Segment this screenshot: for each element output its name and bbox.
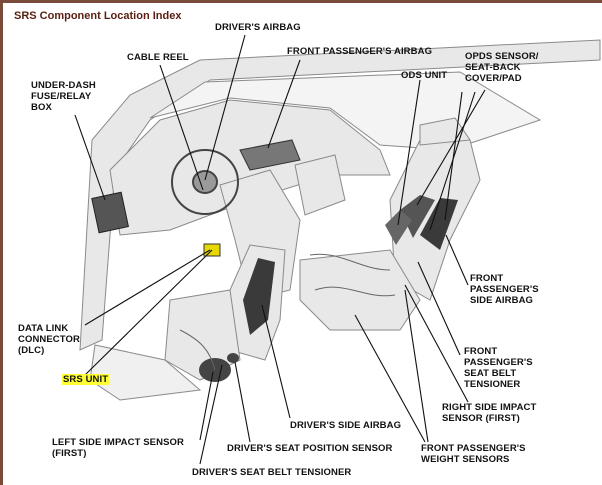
leader-seat-belt-tensioner — [199, 364, 223, 465]
leader-passenger-tensioner — [417, 261, 461, 356]
leader-opds-1 — [416, 89, 486, 206]
leader-opds-3 — [444, 91, 463, 221]
leader-weight-1 — [354, 314, 426, 443]
fuse-box-part — [91, 191, 130, 234]
label-front-passengers-weight-sensors: FRONT PASSENGER'S WEIGHT SENSORS — [421, 443, 526, 465]
leader-ods-unit — [397, 79, 421, 226]
leader-under-dash-fuse — [74, 114, 106, 201]
leader-drivers-side-airbag — [261, 304, 291, 419]
wiring-1 — [309, 253, 391, 271]
leader-passenger-airbag — [267, 59, 301, 149]
leader-weight-2 — [404, 289, 429, 443]
label-ods-unit: ODS UNIT — [401, 70, 448, 81]
leader-passenger-side-airbag — [445, 234, 469, 286]
label-front-passengers-seat-belt-tensioner: FRONT PASSENGER'S SEAT BELT TENSIONER — [464, 346, 533, 390]
srs-unit-highlight: SRS UNIT — [62, 374, 110, 385]
page-title: SRS Component Location Index — [14, 10, 182, 22]
driver-side-airbag-part — [243, 258, 275, 335]
ods-part — [385, 210, 412, 245]
label-right-side-impact-sensor: RIGHT SIDE IMPACT SENSOR (FIRST) — [442, 402, 537, 424]
passenger-side-airbag-part — [420, 198, 458, 250]
label-opds-sensor: OPDS SENSOR/ SEAT-BACK COVER/PAD — [465, 51, 539, 84]
top-border — [0, 0, 602, 3]
leader-dlc — [84, 249, 211, 326]
opds-part — [400, 195, 435, 238]
seat-position-sensor-part — [227, 353, 239, 363]
label-drivers-seat-position-sensor: DRIVER'S SEAT POSITION SENSOR — [227, 443, 393, 454]
label-data-link-connector: DATA LINK CONNECTOR (DLC) — [18, 323, 80, 356]
label-under-dash-fuse-box: UNDER-DASH FUSE/RELAY BOX — [31, 80, 96, 113]
leader-cable-reel — [159, 64, 204, 191]
label-drivers-airbag: DRIVER'S AIRBAG — [215, 22, 301, 33]
leader-drivers-airbag — [204, 34, 246, 181]
passenger-airbag-module — [239, 139, 301, 171]
label-srs-unit: SRS UNIT — [62, 374, 110, 385]
leader-seat-position — [234, 361, 251, 443]
leader-right-side-impact — [404, 284, 469, 403]
leader-srs-unit — [84, 249, 213, 376]
leader-left-side-impact — [199, 371, 214, 441]
label-drivers-side-airbag: DRIVER'S SIDE AIRBAG — [290, 420, 402, 431]
label-front-passengers-side-airbag: FRONT PASSENGER'S SIDE AIRBAG — [470, 273, 539, 306]
wiring-3 — [179, 329, 216, 371]
label-drivers-seat-belt-tensioner: DRIVER'S SEAT BELT TENSIONER — [192, 467, 352, 478]
wiring-2 — [314, 286, 396, 297]
label-left-side-impact-sensor: LEFT SIDE IMPACT SENSOR (FIRST) — [52, 437, 184, 459]
label-front-passengers-airbag: FRONT PASSENGER'S AIRBAG — [287, 46, 433, 57]
label-cable-reel: CABLE REEL — [127, 52, 189, 63]
steering-wheel — [171, 149, 239, 215]
driver-headrest — [294, 154, 346, 216]
